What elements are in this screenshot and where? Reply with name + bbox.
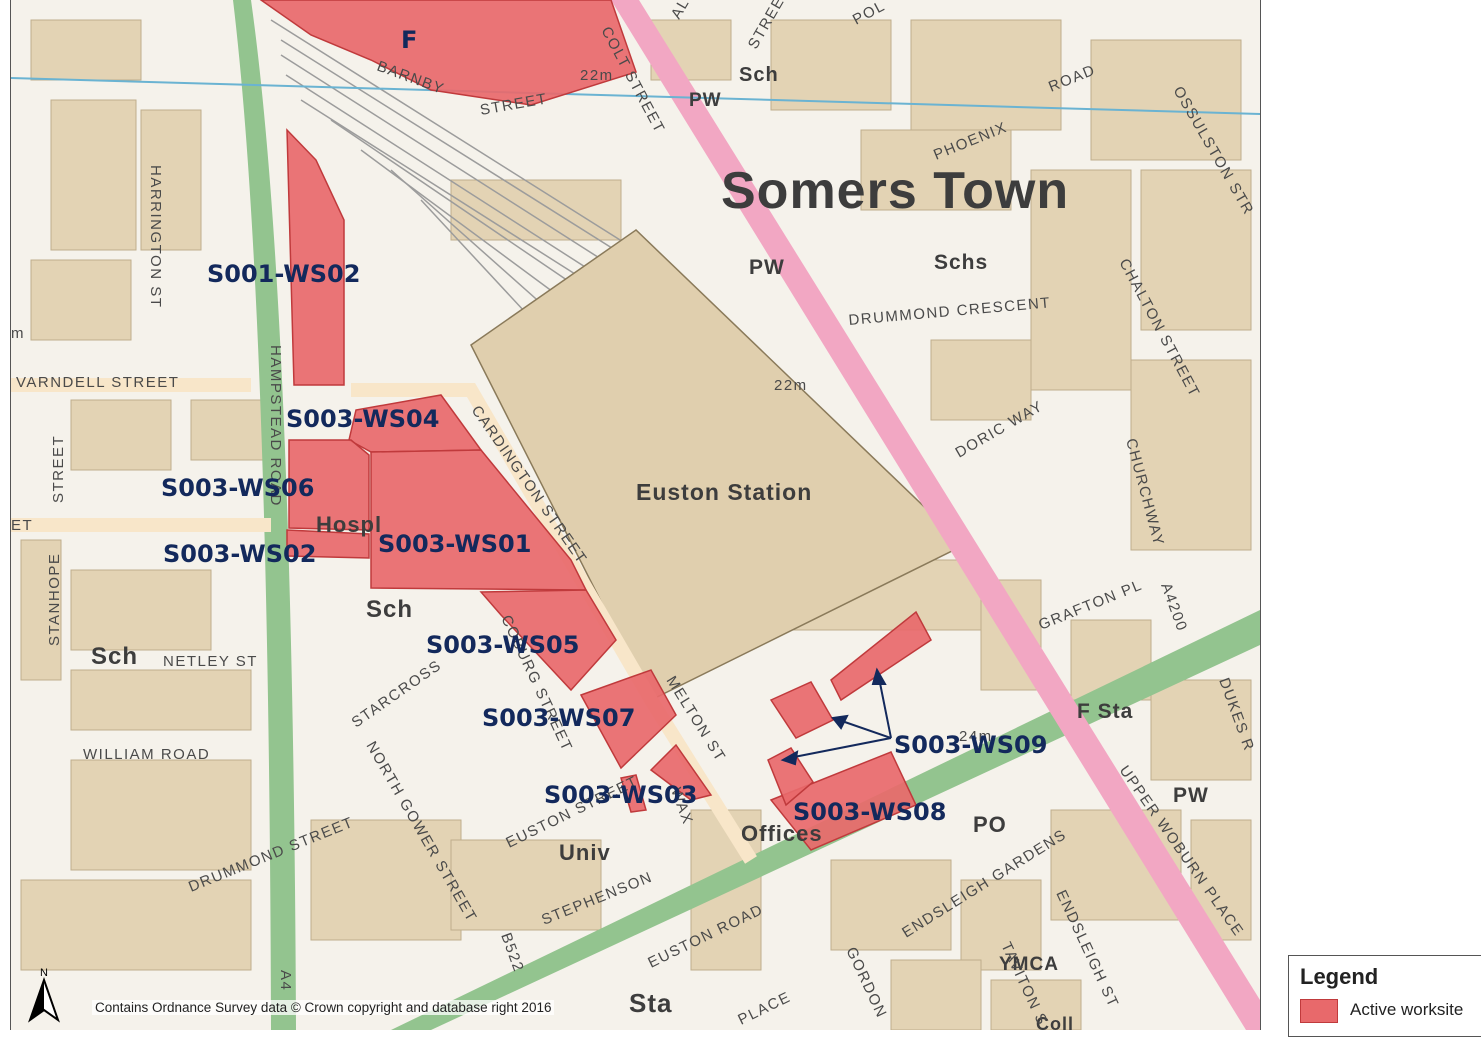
edge-label: m	[11, 325, 25, 342]
legend-label-active-worksite: Active worksite	[1350, 1000, 1464, 1019]
euston-station-label: Euston Station	[636, 479, 812, 505]
street-label: A4	[277, 970, 294, 991]
ws09-pointer-arrows	[780, 667, 892, 766]
offices-label: Offices	[741, 821, 823, 846]
legend-swatch-active-worksite	[1300, 999, 1338, 1023]
post-office-label: PO	[973, 812, 1007, 837]
worksite-s003-ws07-area[interactable]	[579, 669, 677, 770]
street-label: VARNDELL STREET	[16, 374, 179, 391]
copyright-notice: Contains Ordnance Survey data © Crown co…	[92, 1000, 555, 1015]
worksite-label-s003-ws04: S003-WS04	[286, 405, 439, 433]
ymca-label: YMCA	[999, 954, 1059, 975]
worksite-s003-ws03-area[interactable]	[649, 743, 713, 801]
worksite-label-s003-ws07: S003-WS07	[482, 704, 635, 732]
street-label: NETLEY ST	[163, 653, 258, 670]
place-of-worship-label: PW	[1173, 784, 1209, 807]
street-label: HAMPSTEAD ROAD	[267, 345, 284, 507]
worksite-s003-ws03b-area[interactable]	[620, 774, 647, 813]
school-label: Sch	[366, 596, 413, 623]
worksite-label-s003-ws06: S003-WS06	[161, 474, 314, 502]
fire-station-label: F Sta	[1077, 700, 1133, 723]
street-label: STREET	[50, 435, 67, 503]
worksite-label-f: F	[401, 26, 417, 54]
height-label: 22m	[774, 377, 808, 394]
street-label: HARRINGTON ST	[147, 165, 164, 308]
street-label: ET	[11, 517, 33, 534]
boundary-line	[11, 77, 1260, 115]
worksite-s003-ws01-area[interactable]	[370, 449, 588, 591]
worksite-label-s001-ws02: S001-WS02	[207, 260, 360, 288]
school-label: Sch	[739, 64, 779, 86]
worksite-label-s003-ws09: S003-WS09	[894, 731, 1047, 759]
worksite-label-s003-ws03: S003-WS03	[544, 781, 697, 809]
worksite-s003-ws09b-area[interactable]	[769, 681, 835, 739]
university-label: Univ	[559, 840, 611, 865]
height-label: 24m	[959, 728, 993, 745]
street-label: STANHOPE	[46, 553, 63, 646]
place-of-worship-label: PW	[689, 90, 722, 111]
hospital-label: Hospl	[316, 512, 382, 537]
hampstead-road	[233, 0, 296, 1030]
worksite-label-s003-ws01: S003-WS01	[378, 530, 531, 558]
area-label: Somers Town	[721, 162, 1069, 220]
north-arrow-icon: N	[28, 967, 60, 1023]
worksite-f-area[interactable]	[259, 0, 637, 106]
schools-label: Schs	[934, 251, 988, 274]
worksite-s003-ws05-area[interactable]	[479, 589, 617, 692]
north-label: N	[40, 967, 48, 979]
worksite-s003-ws09a-area[interactable]	[767, 747, 814, 807]
school-label: Sch	[91, 643, 138, 670]
worksite-label-s003-ws02: S003-WS02	[163, 540, 316, 568]
map-canvas[interactable]: Somers Town Euston Station Hospl Sch Sch…	[10, 0, 1261, 1030]
worksite-label-s003-ws05: S003-WS05	[426, 631, 579, 659]
worksite-s003-ws08-area[interactable]	[769, 751, 918, 851]
station-label: Sta	[629, 988, 672, 1018]
legend-panel: Legend Active worksite	[1288, 955, 1481, 1037]
legend-title: Legend	[1300, 964, 1379, 989]
height-label: 22m	[580, 67, 614, 84]
worksite-s003-ws06-area[interactable]	[288, 439, 370, 531]
worksite-s003-ws09c-area[interactable]	[830, 610, 932, 702]
upper-woburn-place	[611, 0, 1260, 1030]
college-label: Coll	[1036, 1014, 1074, 1030]
worksite-s001-ws02-area[interactable]	[286, 128, 345, 386]
worksite-s003-ws02-area[interactable]	[286, 529, 370, 559]
street-label: WILLIAM ROAD	[83, 746, 210, 763]
place-of-worship-label: PW	[749, 256, 785, 279]
worksite-label-s003-ws08: S003-WS08	[793, 798, 946, 826]
worksite-s003-ws04-area[interactable]	[348, 394, 483, 453]
